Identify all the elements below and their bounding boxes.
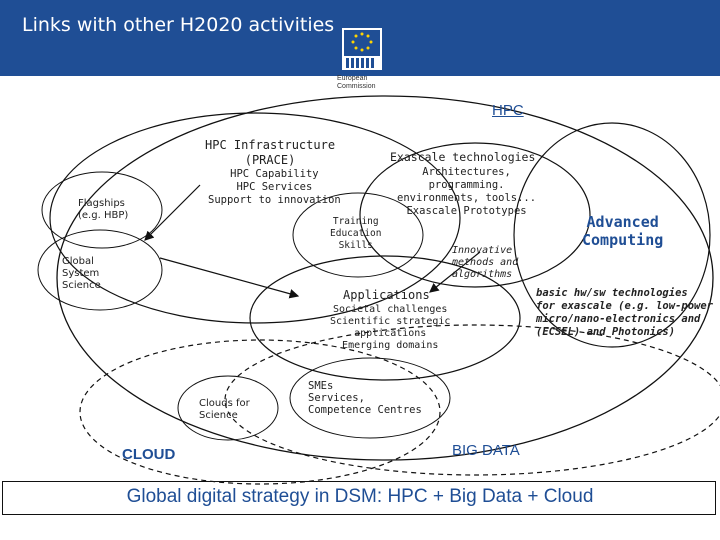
basic-technologies-label: basic hw/sw technologies for exascale (e… xyxy=(536,287,714,338)
flagships-ellipse xyxy=(41,171,163,249)
clouds-for-science-label: Clouds for Science xyxy=(199,398,250,421)
cloud-label: CLOUD xyxy=(122,446,176,463)
flagships-label: Flagships (e.g. HBP) xyxy=(78,198,129,221)
training-label: Training Education Skills xyxy=(330,216,382,251)
global-system-science-ellipse xyxy=(37,229,163,311)
smes-label: SMEs Services, Competence Centres xyxy=(308,380,422,416)
global-system-science-label: Global System Science xyxy=(62,256,101,291)
applications-items: Societal challenges Scientific strategic… xyxy=(330,304,451,351)
infrastructure-ellipse xyxy=(49,112,461,324)
logo-text: European Commission xyxy=(337,75,376,90)
footer-text: Global digital strategy in DSM: HPC + Bi… xyxy=(126,486,594,507)
advanced-computing-label: Advanced Computing xyxy=(582,213,664,249)
smes-ellipse xyxy=(289,357,451,439)
arrow-gss-to-applications xyxy=(159,257,300,299)
exascale-items: Architectures, programming. environments… xyxy=(397,166,537,217)
footer-box xyxy=(2,481,716,515)
exascale-ellipse xyxy=(359,142,591,288)
hpc-ellipse xyxy=(56,95,714,461)
slide-title: Links with other H2020 activities xyxy=(22,14,335,36)
infrastructure-items: HPC Capability HPC Services Support to i… xyxy=(208,168,341,206)
big-data-label: BIG DATA xyxy=(452,442,520,459)
training-ellipse xyxy=(292,192,424,278)
applications-ellipse xyxy=(249,255,521,381)
innovative-methods-label: Innovative methods and algorithms xyxy=(452,245,519,280)
applications-title: Applications xyxy=(343,288,430,302)
cloud-dashed-region xyxy=(79,339,441,485)
arrow-innovative-to-applications xyxy=(429,251,481,293)
exascale-title: Exascale technologies xyxy=(390,150,536,164)
big-data-dashed-region xyxy=(224,324,720,476)
clouds-for-science-ellipse xyxy=(177,375,279,441)
infrastructure-title: HPC Infrastructure (PRACE) xyxy=(205,138,336,167)
arrow-infra-to-flagships xyxy=(144,184,201,241)
hpc-label: HPC xyxy=(492,102,524,119)
eu-commission-logo xyxy=(328,28,396,100)
advanced-computing-ellipse xyxy=(513,122,711,348)
